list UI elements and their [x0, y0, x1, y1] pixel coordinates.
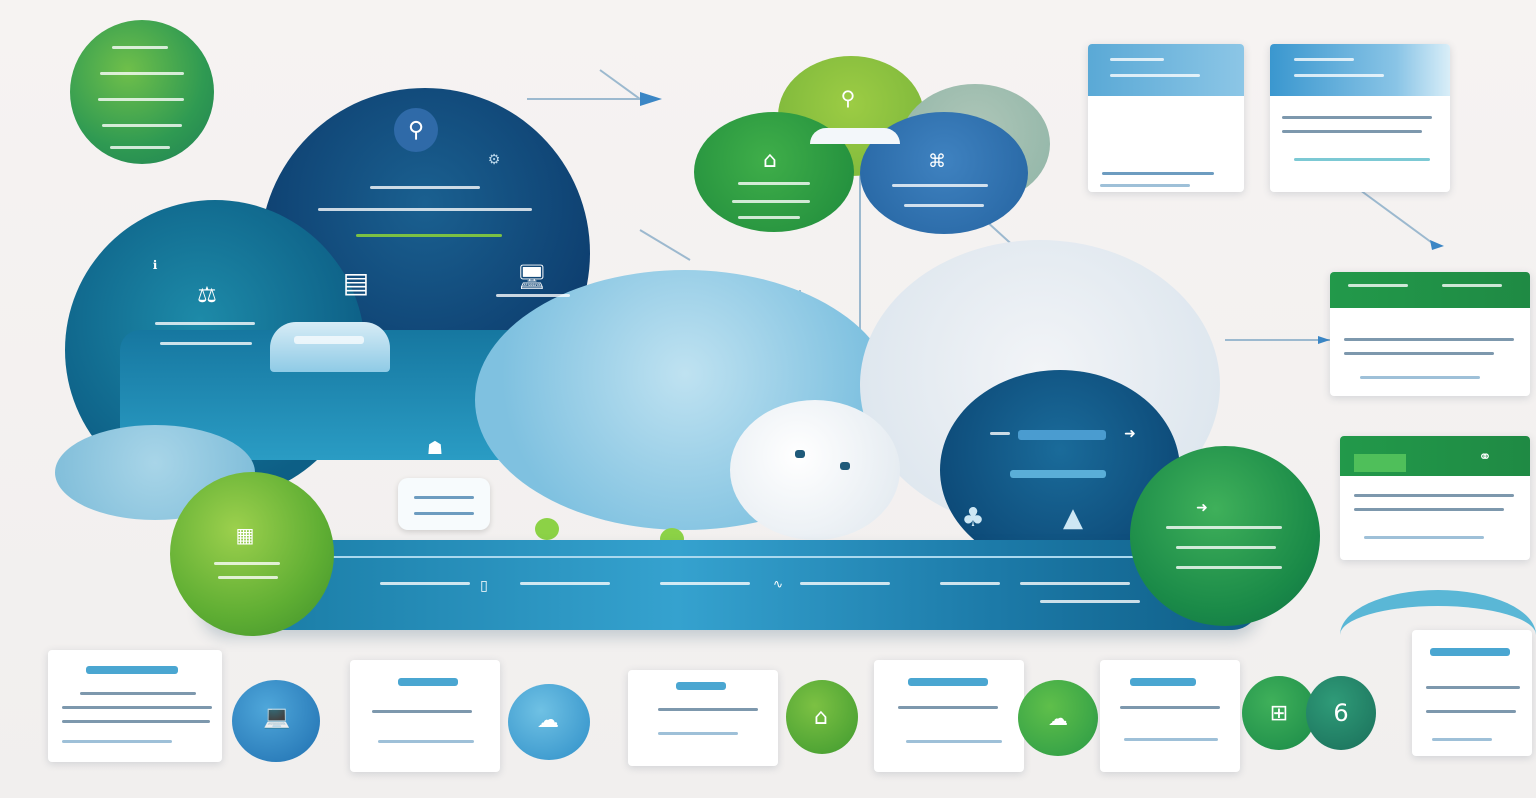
laptop-icon: 💻: [263, 704, 291, 730]
scales-icon: ⚖: [197, 282, 217, 308]
number-icon: 6: [1333, 699, 1349, 727]
navy-top-icon-circle: [394, 108, 438, 152]
main-band: [200, 540, 1260, 630]
lock-icon: ⚲: [407, 117, 425, 143]
bottom-card-3: [628, 670, 778, 766]
bottom-card-2: [350, 660, 500, 772]
central-hub: [730, 400, 900, 540]
doc-icon: ▯: [480, 578, 488, 594]
house-icon: ⌂: [763, 147, 777, 173]
bottom-card-4: [874, 660, 1024, 772]
document-icon: ▦: [235, 523, 255, 547]
bottom-card-1: [48, 650, 222, 762]
person-icon: ☗: [426, 437, 444, 459]
right-card-1: [1330, 272, 1530, 396]
link-icon: ⚭: [1478, 446, 1492, 466]
monitor-icon: 🖥: [516, 263, 548, 291]
tree-icon: ♣: [961, 503, 985, 533]
gear-icon: ⚙: [487, 152, 501, 168]
server-icon: ▤: [342, 265, 370, 299]
small-cloud-panel: [270, 322, 390, 372]
umbrella-top: [810, 128, 900, 144]
network-icon: ⌘: [928, 150, 946, 172]
mountain-icon: ▲: [1063, 503, 1083, 533]
arrow-icon: ➜: [1124, 426, 1136, 442]
wave-icon: ∿: [772, 577, 784, 591]
bottom-blue-circle-1: [232, 680, 320, 762]
big-green-circle-left: [170, 472, 334, 636]
bottom-green-circle-1: [786, 680, 858, 754]
arrow-right-icon: ➜: [1196, 500, 1208, 516]
location-pin-icon: ⚲: [840, 86, 856, 110]
cloud-chart-icon: ☁: [1048, 706, 1068, 730]
info-icon: ℹ: [152, 258, 158, 272]
lime-dot-1: [535, 518, 559, 540]
bottom-blue-circle-2: [508, 684, 590, 760]
right-card-2: ⚭: [1340, 436, 1530, 560]
grid-icon: ⊞: [1269, 700, 1289, 726]
house-icon: ⌂: [814, 704, 828, 730]
top-card-1: [1088, 44, 1244, 192]
bottom-teal-circle: [1306, 676, 1376, 750]
big-green-circle-right: [1130, 446, 1320, 626]
right-bottom-card: [1412, 630, 1532, 756]
bottom-card-5: [1100, 660, 1240, 772]
bottom-green-circle-3: [1242, 676, 1316, 750]
cloud-chart-icon: ☁: [537, 707, 559, 733]
top-left-green-badge: [70, 20, 214, 164]
top-card-2: [1270, 44, 1450, 192]
bottom-green-circle-2: [1018, 680, 1098, 756]
white-device: [398, 478, 490, 530]
